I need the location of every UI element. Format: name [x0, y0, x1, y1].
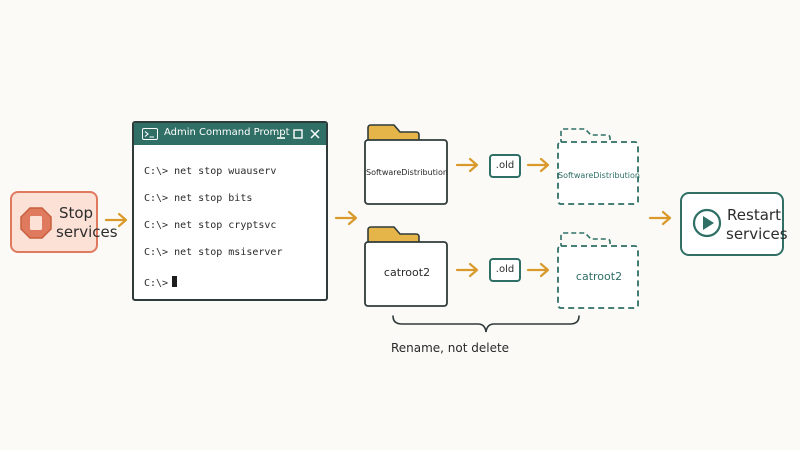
close-icon[interactable]	[308, 126, 322, 142]
folder-icon	[364, 226, 448, 307]
renamed-folder-icon	[557, 232, 639, 309]
command-line: C:\> net stop wuauserv	[144, 166, 277, 177]
command-line: C:\> net stop cryptsvc	[144, 220, 277, 231]
terminal-titlebar: Admin Command Prompt	[134, 123, 326, 145]
command-line: C:\> net stop bits	[144, 193, 253, 204]
arrow-right-icon	[455, 157, 479, 173]
rename-not-delete-caption: Rename, not delete	[390, 341, 510, 355]
terminal-prompt-icon	[142, 128, 158, 140]
prompt-text: C:\>	[144, 278, 169, 289]
minimize-icon[interactable]	[274, 126, 288, 142]
folder-label-software-distribution: SoftwareDistribution	[366, 168, 448, 177]
arrow-right-icon	[334, 210, 358, 226]
arrow-right-icon	[526, 157, 550, 173]
folder-label-catroot2: catroot2	[383, 266, 431, 279]
renamed-folder-label-software-distribution: SoftwareDistribution	[558, 171, 640, 180]
prompt-line[interactable]: C:\>	[144, 276, 178, 289]
admin-command-prompt-window: Admin Command Prompt C:\> net stop wuaus…	[132, 121, 328, 301]
arrow-right-icon	[648, 210, 672, 226]
stop-services-label: Stop services	[56, 204, 118, 241]
stop-sign-icon	[20, 207, 52, 239]
arrow-right-icon	[455, 262, 479, 278]
restart-services-box: Restart services	[680, 192, 788, 256]
text-cursor	[172, 276, 178, 287]
command-line: C:\> net stop msiserver	[144, 247, 283, 258]
renamed-folder-label-catroot2: catroot2	[575, 270, 623, 283]
old-suffix-badge: .old	[489, 154, 521, 178]
restart-services-label: Restart services	[726, 206, 788, 243]
play-icon	[692, 208, 722, 238]
renamed-folder-icon	[557, 128, 639, 205]
arrow-right-icon	[104, 212, 128, 228]
old-suffix-badge: .old	[489, 258, 521, 282]
terminal-title: Admin Command Prompt	[164, 127, 290, 138]
arrow-right-icon	[526, 262, 550, 278]
maximize-icon[interactable]	[291, 126, 305, 142]
folder-icon	[364, 124, 448, 205]
stop-services-box: Stop services	[10, 191, 118, 253]
curly-brace-icon	[392, 315, 580, 333]
